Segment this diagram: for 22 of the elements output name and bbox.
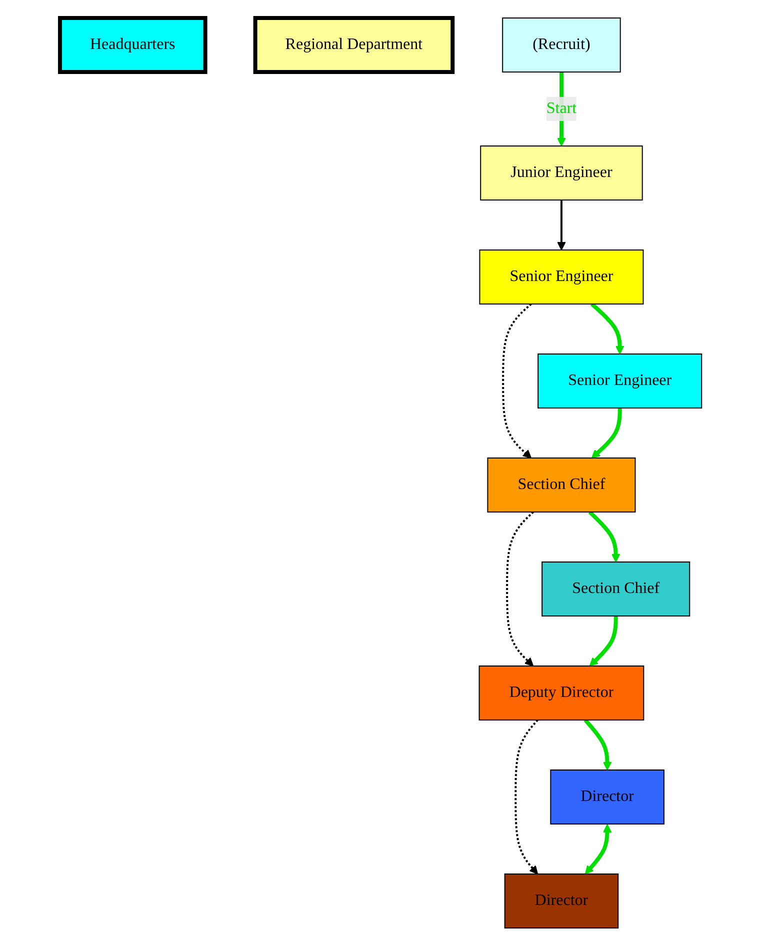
- arrow: [592, 408, 622, 458]
- arrow: [514, 719, 539, 874]
- node-box: Director: [504, 873, 619, 928]
- node-box: Section Chief: [542, 562, 690, 616]
- arrow: [506, 511, 534, 666]
- arrow: [590, 302, 624, 354]
- node-box: Headquarters: [58, 16, 208, 74]
- node-box: Junior Engineer: [480, 146, 644, 200]
- node-box: Senior Engineer: [479, 250, 644, 304]
- arrow: [588, 510, 620, 562]
- node-box: (Recruit): [502, 18, 622, 72]
- node-box: Regional Department: [253, 16, 455, 74]
- node-box: Section Chief: [487, 458, 636, 512]
- arrow: [590, 616, 618, 666]
- node-box: Director: [550, 769, 665, 824]
- node-box: Deputy Director: [478, 666, 644, 720]
- node-box: Senior Engineer: [538, 354, 702, 408]
- arrow: [585, 824, 612, 874]
- arrow: [502, 303, 532, 458]
- edge-label: Start: [546, 100, 577, 117]
- arrow: [557, 200, 566, 250]
- arrow: [584, 718, 612, 770]
